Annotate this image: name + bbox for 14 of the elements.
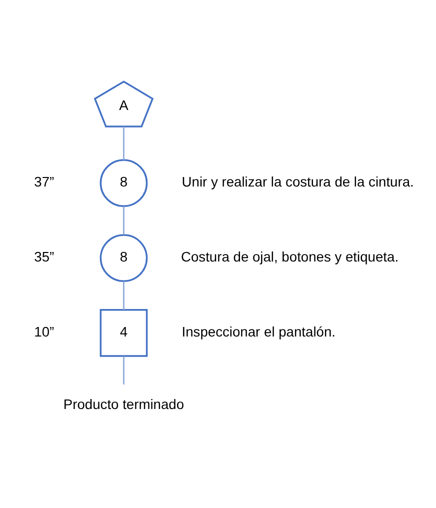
- node-label: 10”: [34, 324, 54, 340]
- node-text: Producto terminado: [63, 396, 184, 412]
- node-label: 35”: [34, 248, 54, 265]
- node-circle: 8: [100, 234, 148, 282]
- node-box: 4: [100, 309, 148, 357]
- node-label: Unir y realizar la costura de la cintura.: [182, 174, 414, 190]
- node-label: 37”: [34, 174, 54, 190]
- connector: [123, 206, 124, 235]
- connector: [123, 126, 124, 160]
- node-circle: 8: [100, 159, 148, 208]
- connector: [123, 281, 124, 310]
- node-label: Costura de ojal, botones y etiqueta.: [181, 248, 399, 265]
- connector: [123, 356, 124, 384]
- node-label: Inspeccionar el pantalón.: [182, 324, 336, 340]
